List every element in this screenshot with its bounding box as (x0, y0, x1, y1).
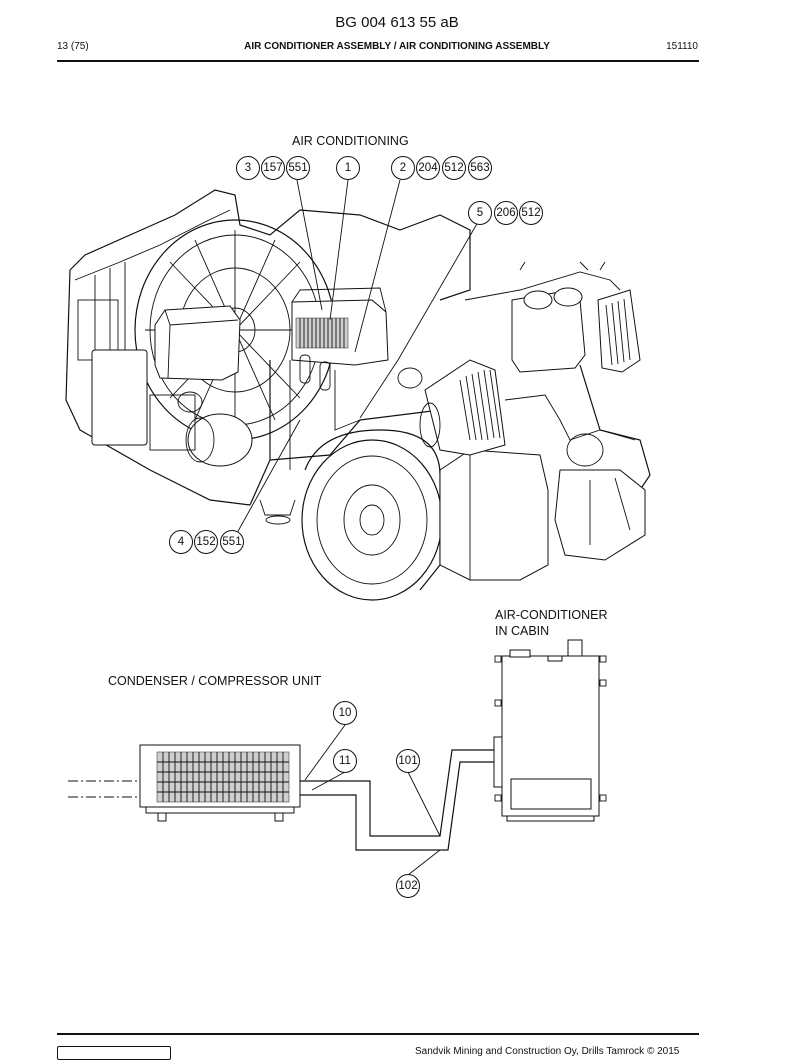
refrigerant-hoses (300, 749, 494, 851)
callout-group-c: 5 206 512 (468, 201, 543, 225)
cabin-ac-label-line1: AIR-CONDITIONER (495, 608, 608, 622)
callout-single-1: 1 (336, 156, 360, 180)
drill-rig-illustration (65, 189, 651, 601)
callout-204: 204 (418, 162, 438, 174)
condenser-unit (68, 744, 301, 822)
callout-102: 102 (398, 880, 417, 892)
cabin-ac-unit (493, 639, 607, 822)
callout-lower: 10 11 101 102 (333, 701, 420, 898)
cabin-ac-label: AIR-CONDITIONER IN CABIN (495, 607, 608, 639)
page-number: 13 (75) (57, 41, 89, 52)
callout-551b: 551 (222, 536, 241, 548)
callout-group-b: 2 204 512 563 (391, 156, 492, 180)
callout-5: 5 (477, 207, 483, 219)
callout-563: 563 (470, 162, 489, 174)
callout-3: 3 (245, 162, 251, 174)
callout-1: 1 (345, 162, 351, 174)
condenser-label: CONDENSER / COMPRESSOR UNIT (108, 674, 322, 688)
callout-2: 2 (400, 162, 406, 174)
callout-152: 152 (196, 536, 215, 548)
callout-157: 157 (263, 162, 282, 174)
cabin-ac-label-line2: IN CABIN (495, 624, 550, 638)
callout-512b: 512 (521, 207, 540, 219)
callout-leaders-lower (304, 724, 441, 876)
document-number: BG 004 613 55 aB (335, 14, 459, 31)
callout-group-a: 3 157 551 (236, 156, 310, 180)
callout-101: 101 (398, 755, 417, 767)
air-conditioning-label: AIR CONDITIONING (292, 134, 409, 148)
page-title: AIR CONDITIONER ASSEMBLY / AIR CONDITION… (244, 41, 550, 52)
callout-4: 4 (178, 536, 185, 548)
callout-11: 11 (339, 755, 351, 767)
header-divider (57, 60, 699, 62)
callout-group-d: 4 152 551 (169, 530, 244, 554)
callout-512: 512 (444, 162, 463, 174)
document-date: 151110 (666, 41, 698, 52)
footer-copyright: Sandvik Mining and Construction Oy, Dril… (415, 1046, 680, 1057)
footer-divider (57, 1033, 699, 1035)
callout-10: 10 (339, 707, 352, 719)
callout-206: 206 (496, 207, 515, 219)
callout-leaders-upper (231, 179, 479, 543)
callout-551: 551 (288, 162, 307, 174)
sandvik-logo (57, 1046, 171, 1060)
